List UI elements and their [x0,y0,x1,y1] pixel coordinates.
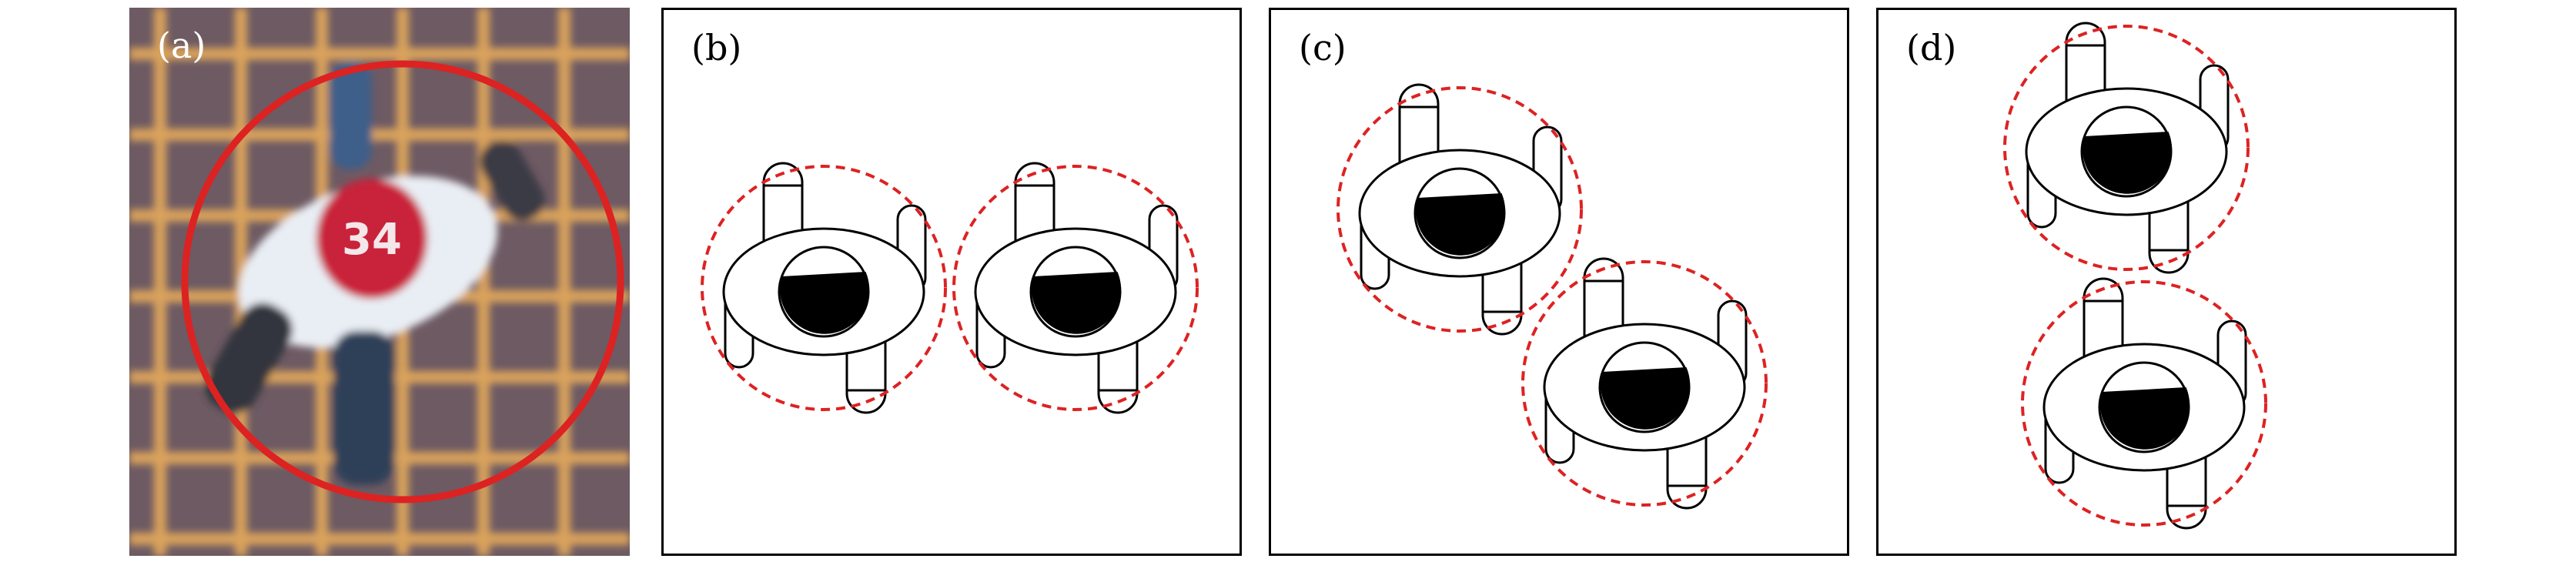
pedestrian-figure [2021,277,2267,530]
panel-label-d: (d) [1906,27,1957,69]
head-dark-half [1601,367,1691,430]
panel-label-b: (b) [691,27,742,69]
pedestrian-figure [701,162,947,414]
floor-grid [129,8,630,556]
panel-label-a: (a) [157,25,206,66]
panel-d: (d) [1876,8,2457,556]
panel-c-diagram [1337,83,1768,510]
head-dark-half [780,272,870,334]
pedestrian-photo: 34 [129,8,630,556]
personal-space-circle [2003,25,2250,271]
pedestrian-figure [1521,257,1768,510]
personal-space-circle [1337,86,1583,333]
pedestrian-figure [952,162,1199,414]
pedestrian-figure [2003,22,2250,274]
personal-space-circle [701,165,947,411]
panel-label-c: (c) [1299,27,1347,69]
bib-number: 34 [342,215,402,265]
head-dark-half [2100,387,2190,450]
panel-d-diagram [2003,22,2267,530]
personal-space-circle [2021,280,2267,527]
head-dark-half [1032,272,1122,334]
panel-a-photo: 34 (a) [129,8,630,556]
head-dark-half [2083,132,2173,194]
tracking-circle [181,60,624,503]
panel-b-diagram [701,162,1199,414]
panel-c: (c) [1269,8,1849,556]
personal-space-circle [952,165,1199,411]
panel-b: (b) [661,8,1242,556]
head-dark-half [1416,193,1506,256]
personal-space-circle [1521,260,1768,507]
pedestrian-figure [1337,83,1583,336]
